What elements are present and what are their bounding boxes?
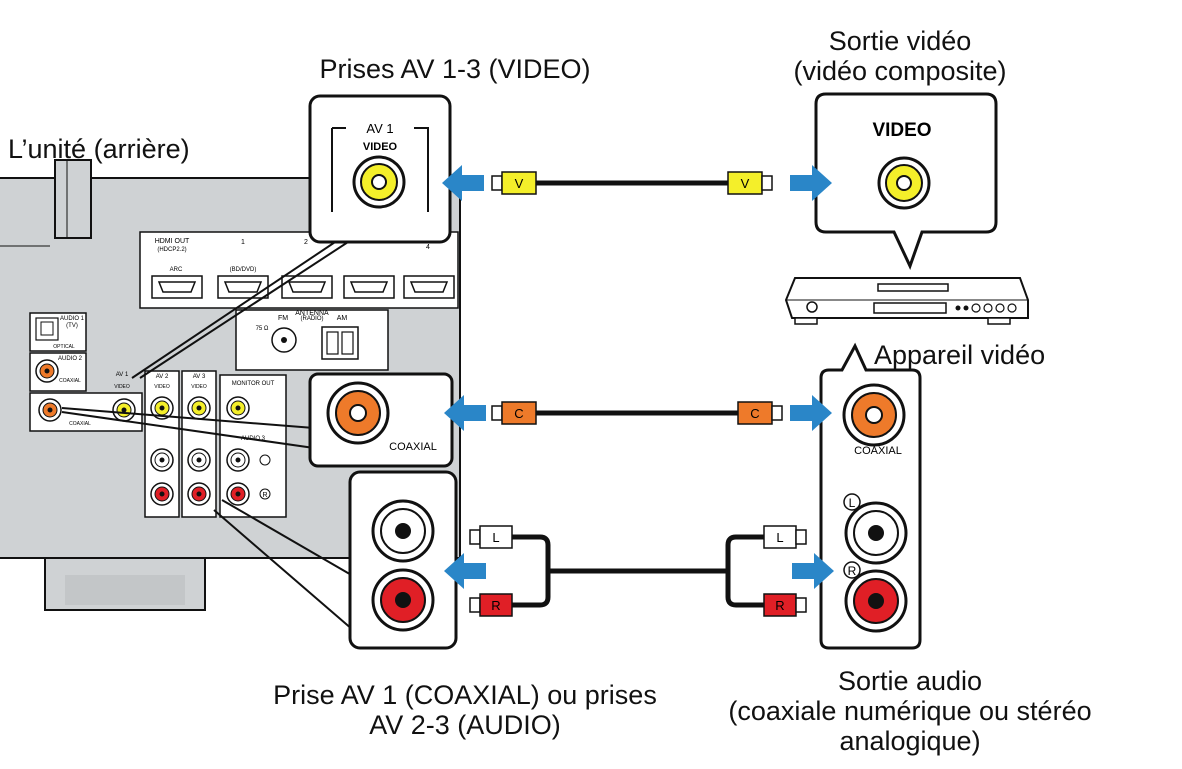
av3-audio-l-jack [187,448,211,472]
zoom-analog-audio [348,470,458,650]
panel-av2-video: VIDEO [154,384,170,390]
panel-hdmi-out: HDMI OUT [155,238,190,245]
panel-hdmi-sub: (HDCP2.2) [157,247,186,253]
panel-optical: OPTICAL [53,344,75,350]
panel-hdmi-1: 1 [241,239,245,246]
panel-hdmi-4: 4 [426,244,430,251]
device-video-output: VIDEO [814,92,998,270]
av1-coax-jack [38,398,62,422]
zoom-av1-video-jack [352,155,406,209]
device-coaxial-label: COAXIAL [854,445,902,457]
device-video-jack [877,156,931,210]
av3-video-jack [187,396,211,420]
fm-antenna-jack [271,327,297,353]
video-plug-left-label: V [515,176,524,191]
audio-jacks-label-line2: AV 2-3 (AUDIO) [369,710,561,740]
panel-av2: AV 2 [156,374,169,380]
stereo-cable: L R L R [444,525,834,617]
panel-av3: AV 3 [193,374,206,380]
audio2-coax-jack [35,359,59,383]
video-output-label-line2: (vidéo composite) [793,56,1007,86]
video-cable: V V [442,165,832,201]
hdmi-port-4 [403,275,455,299]
device-video-label: VIDEO [872,120,931,141]
device-audio-l-jack [844,501,908,565]
panel-audio1: AUDIO 1 [60,316,85,322]
hdmi-out-port [151,275,203,299]
zoom-av-video: AV 1 VIDEO [308,94,452,244]
panel-hdmi-2: 2 [304,239,308,246]
video-output-label-line1: Sortie vidéo [828,26,972,56]
audio-output-label-line1: Sortie audio [837,666,983,696]
device-l-marker: L [849,496,856,510]
panel-r-marker: R [262,492,267,499]
panel-am: AM [337,315,348,322]
video-plug-right-label: V [741,176,750,191]
coax-plug-right-label: C [750,406,759,421]
am-antenna-terminal [321,326,359,360]
panel-radio: (RADIO) [301,316,324,322]
audio3-r-marker: R [259,488,271,500]
panel-av3-video: VIDEO [191,384,207,390]
panel-antenna: ANTENNA [295,310,329,317]
audio-output-label-line2: (coaxiale numérique ou stéréo [728,696,1092,726]
video-device [784,277,1029,325]
audio3-r-jack [226,482,250,506]
monitor-out-jack [226,396,250,420]
unit-label: L’unité (arrière) [8,134,190,164]
panel-av1-video: VIDEO [114,384,130,390]
video-device-label: Appareil vidéo [874,340,1046,370]
av2-audio-r-jack [150,482,174,506]
coax-cable: C C [444,395,832,431]
av1-video-jack [112,398,136,422]
audio3-l-marker [259,454,271,466]
av-jacks-label: Prises AV 1-3 (VIDEO) [319,54,591,84]
panel-bd-dvd: (BD/DVD) [230,267,257,273]
device-r-marker: R [848,564,857,578]
zoom-audio-r-jack [371,568,435,632]
audio-plug-left-l-label: L [492,530,499,545]
audio-plug-left-r-label: R [491,598,500,613]
device-audio-r-jack [844,569,908,633]
audio-plug-right-r-label: R [775,598,784,613]
panel-av1: AV 1 [116,372,129,378]
audio3-l-jack [226,448,250,472]
zoom-audio-l-jack [371,499,435,563]
coax-plug-left-label: C [514,406,523,421]
panel-audio2: AUDIO 2 [58,356,83,362]
audio-jacks-label-line1: Prise AV 1 (COAXIAL) ou prises [273,680,657,710]
panel-fm: FM [278,315,288,322]
panel-monitor-out: MONITOR OUT [232,381,275,387]
audio-plug-right-l-label: L [776,530,783,545]
hdmi-port-3 [343,275,395,299]
optical-port [35,317,59,341]
audio-output-label-line3: analogique) [839,726,981,756]
panel-av1-coaxial: COAXIAL [69,421,91,427]
zoom-av1-label: AV 1 [366,121,393,136]
panel-audio2-coaxial: COAXIAL [59,378,81,384]
device-coax-jack [842,383,906,447]
zoom-coax-jack [326,381,390,445]
zoom-coaxial-label: COAXIAL [389,441,437,453]
hdmi-port-1 [217,275,269,299]
zoom-coaxial: COAXIAL [308,372,454,468]
zoom-video-label: VIDEO [363,141,398,153]
av2-audio-l-jack [150,448,174,472]
panel-arc: ARC [170,267,183,273]
panel-tv: (TV) [66,323,78,329]
panel-ohm: 75 Ω [256,326,269,332]
av3-audio-r-jack [187,482,211,506]
device-audio-output: COAXIAL L R [819,342,922,650]
